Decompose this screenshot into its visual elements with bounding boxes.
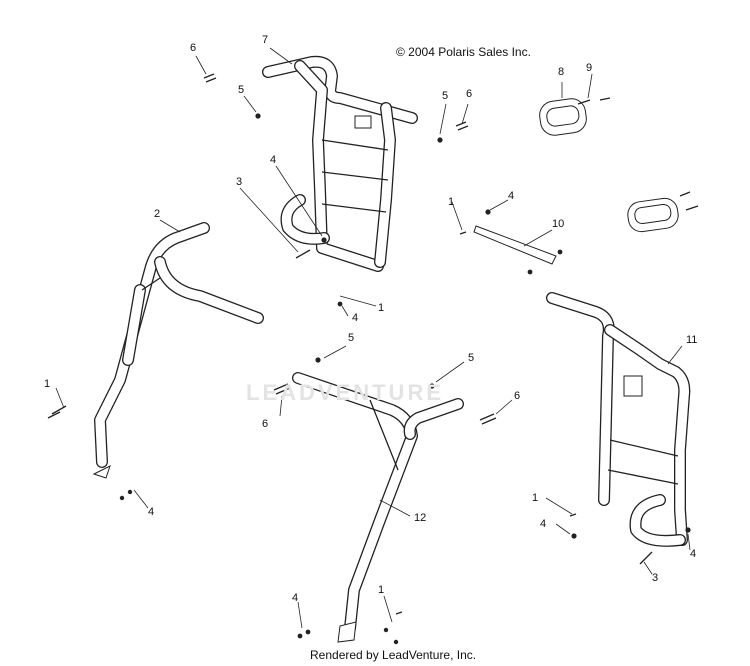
part-2-frame bbox=[92, 222, 264, 479]
watermark: LEADVENTURE bbox=[246, 380, 445, 405]
callout-6: 6 bbox=[466, 88, 473, 100]
callout-1: 1 bbox=[532, 492, 539, 504]
hardware bbox=[47, 73, 699, 645]
callout-5: 5 bbox=[442, 90, 449, 102]
callout-4: 4 bbox=[690, 548, 697, 560]
leader-lines bbox=[55, 47, 691, 629]
callout-3: 3 bbox=[236, 176, 243, 188]
callout-4: 4 bbox=[148, 506, 155, 518]
callout-8: 8 bbox=[558, 66, 565, 78]
callout-6: 6 bbox=[262, 418, 269, 430]
callout-2: 2 bbox=[154, 208, 161, 220]
part-7-frame bbox=[262, 55, 418, 272]
callout-6: 6 bbox=[190, 42, 197, 54]
mount-bracket bbox=[623, 375, 643, 397]
footer-credit: Rendered by LeadVenture, Inc. bbox=[310, 648, 477, 662]
callout-1: 1 bbox=[44, 378, 51, 390]
callout-7: 7 bbox=[262, 34, 269, 46]
callout-6: 6 bbox=[514, 390, 521, 402]
callout-9: 9 bbox=[586, 62, 593, 74]
callout-12: 12 bbox=[414, 512, 427, 524]
callout-10: 10 bbox=[552, 218, 565, 230]
callout-5: 5 bbox=[468, 352, 475, 364]
callout-4: 4 bbox=[292, 592, 299, 604]
callout-1: 1 bbox=[378, 584, 385, 596]
foot-plate bbox=[92, 465, 111, 479]
callout-5: 5 bbox=[348, 332, 355, 344]
part-8-pad bbox=[539, 98, 679, 233]
callout-3: 3 bbox=[652, 572, 659, 584]
callout-4: 4 bbox=[540, 518, 547, 530]
callout-11: 11 bbox=[686, 334, 698, 346]
callout-4: 4 bbox=[352, 312, 359, 324]
callout-4: 4 bbox=[508, 190, 515, 202]
part-10-bar bbox=[473, 225, 557, 265]
copyright-text: © 2004 Polaris Sales Inc. bbox=[396, 45, 531, 59]
callout-1: 1 bbox=[378, 302, 385, 314]
foot-plate bbox=[337, 621, 357, 643]
mount-bracket bbox=[354, 115, 372, 129]
callout-1: 1 bbox=[448, 196, 455, 208]
part-12-frame bbox=[292, 372, 464, 643]
part-11-frame bbox=[546, 292, 691, 547]
callout-5: 5 bbox=[238, 84, 245, 96]
callout-4: 4 bbox=[270, 154, 277, 166]
